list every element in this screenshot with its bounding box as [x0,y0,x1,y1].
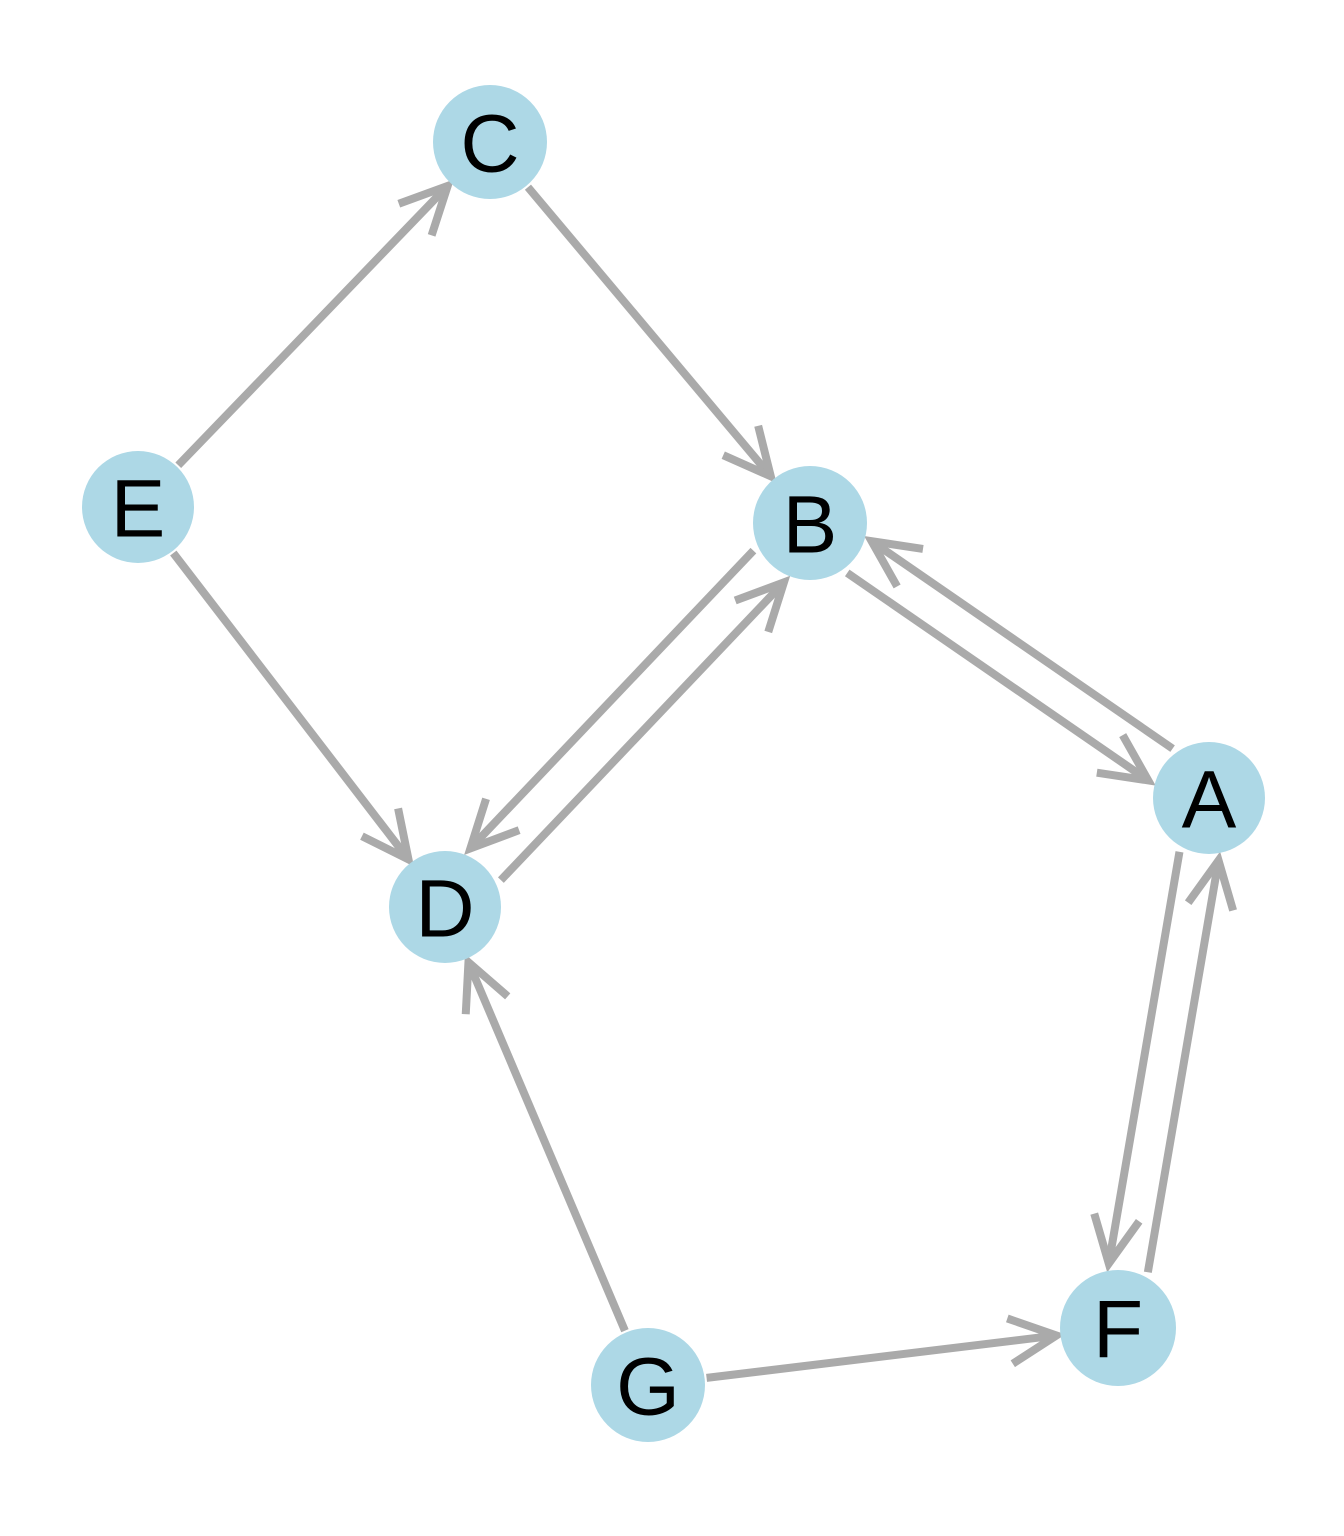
edge-line [498,579,787,883]
edge-line [524,184,774,479]
node-label: C [460,99,519,190]
arrowhead-icon [360,807,415,867]
arrowhead-icon [464,797,521,855]
node-circle[interactable] [1153,742,1265,854]
graph-edge-a-to-b [864,535,1175,752]
graph-edge-g-to-f [706,1314,1066,1382]
graph-edge-c-to-b [524,184,777,484]
edges-layer [170,179,1237,1382]
graph-node-f[interactable]: F [1060,1270,1176,1386]
node-label: F [1093,1285,1143,1376]
edge-line [175,183,451,469]
node-circle[interactable] [82,451,194,563]
graph-edge-d-to-b [498,575,791,883]
node-label: B [783,480,838,571]
node-label: D [415,864,474,955]
node-label: E [111,464,166,555]
arrowhead-icon [1006,1314,1066,1368]
edge-line [706,1331,1057,1382]
graph-node-c[interactable]: C [433,85,547,199]
nodes-layer: C E B A D F G [82,85,1265,1442]
node-circle[interactable] [753,466,867,580]
arrowhead-icon [461,953,511,1015]
node-circle[interactable] [389,851,501,963]
arrowhead-icon [1090,1212,1143,1273]
edge-line [1104,851,1184,1265]
edge-line [1143,859,1223,1273]
graph-edge-e-to-c [175,179,454,469]
graph-node-a[interactable]: A [1153,742,1265,854]
edge-line [869,537,1175,752]
edge-line [464,960,629,1333]
graph-node-e[interactable]: E [82,451,194,563]
edge-line [467,547,757,852]
graph-node-g[interactable]: G [591,1328,705,1442]
graph-edge-b-to-d [464,547,757,855]
arrowhead-icon [397,179,454,237]
graph-edge-g-to-d [461,953,629,1333]
graph-edge-b-to-a [844,569,1156,786]
edge-line [170,550,412,862]
node-circle[interactable] [1060,1270,1176,1386]
arrowhead-icon [721,424,777,484]
node-label: A [1182,755,1237,846]
node-circle[interactable] [591,1328,705,1442]
graph-edge-a-to-f [1090,851,1184,1273]
graph-edge-e-to-d [170,550,415,867]
arrowhead-icon [733,575,791,634]
node-label: G [616,1342,680,1433]
arrowhead-icon [1184,851,1237,912]
edge-line [844,569,1151,784]
arrowhead-icon [1096,733,1156,786]
arrowhead-icon [864,535,924,589]
node-circle[interactable] [433,85,547,199]
graph-edge-f-to-a [1143,851,1237,1273]
graph-node-d[interactable]: D [389,851,501,963]
graph-node-b[interactable]: B [753,466,867,580]
